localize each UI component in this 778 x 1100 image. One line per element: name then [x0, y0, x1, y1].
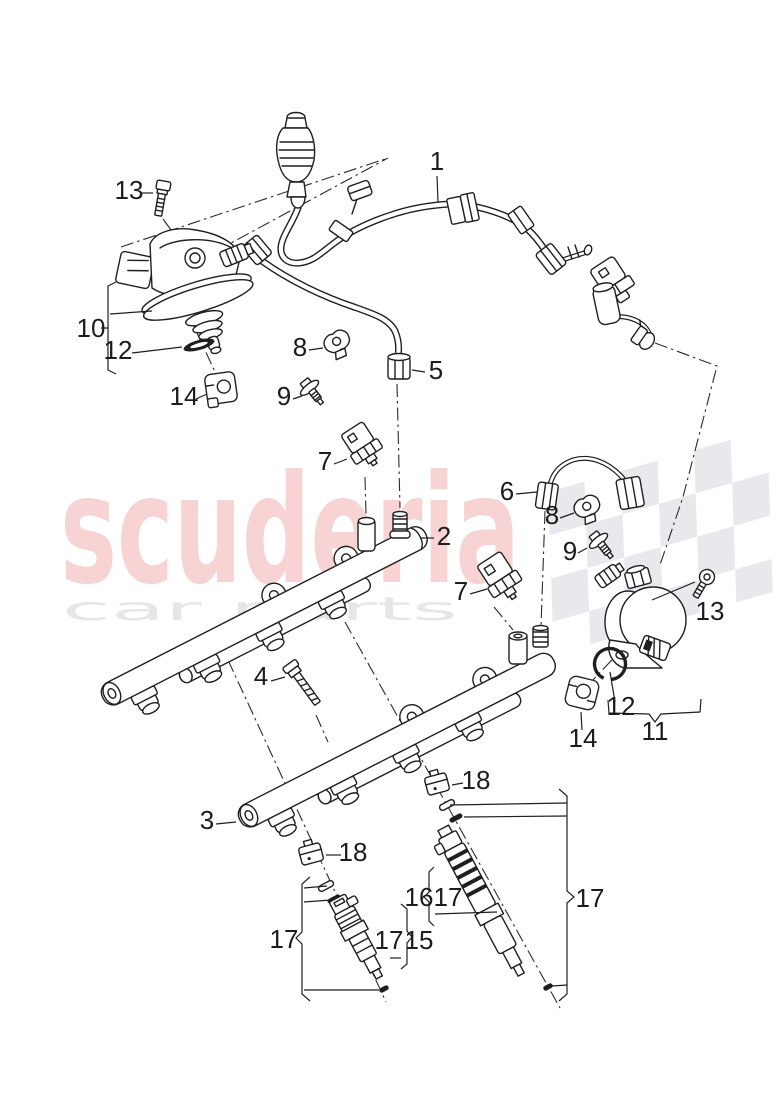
- callout-5: 5: [429, 355, 443, 385]
- callout-9-left: 9: [277, 381, 291, 411]
- callout-1: 1: [430, 146, 444, 176]
- callout-18-right: 18: [462, 765, 491, 795]
- part-2-fuel-rail-upper: [100, 510, 428, 715]
- line-cylinder: [592, 282, 621, 326]
- callouts: 1 2 3 4 5 6 7 7 8 8 9 9 10 11 12 12 13 1…: [77, 146, 725, 955]
- part-13-bolt-right: [692, 568, 716, 599]
- part-11-high-pressure-pump: [594, 562, 687, 669]
- part-8-clamp-left: [323, 329, 351, 361]
- callout-9-right: 9: [563, 536, 577, 566]
- callout-11: 11: [642, 716, 669, 746]
- part-16-injector-right: [433, 798, 553, 991]
- rail-threaded-port: [389, 510, 411, 539]
- part-13-bolt-left: [154, 179, 172, 217]
- diagram-art: [100, 111, 716, 993]
- callout-14-right: 14: [569, 723, 598, 753]
- bracket-17-right: [558, 788, 575, 1002]
- line-fitting: [507, 205, 535, 235]
- injector-oring: [449, 813, 463, 823]
- bracket-17-left: [295, 876, 311, 1002]
- callout-8-right: 8: [545, 500, 559, 530]
- injector-tip-seal: [543, 983, 553, 991]
- part-1-fuel-supply-line: [275, 111, 656, 350]
- fuel-line-damper: [275, 111, 316, 209]
- callout-13-right: 13: [696, 596, 725, 626]
- callout-17-c: 17: [434, 882, 463, 912]
- callout-17-b: 17: [375, 925, 404, 955]
- part-7-sensor-right: [477, 551, 523, 601]
- callout-7-right: 7: [454, 576, 468, 606]
- part-18-clip-right: [424, 768, 450, 796]
- callout-12-right: 12: [607, 691, 636, 721]
- pump-connector: [115, 250, 155, 290]
- part-15-injector-left: [317, 879, 389, 993]
- callout-10: 10: [77, 313, 106, 343]
- callout-7-left: 7: [318, 446, 332, 476]
- injector-tip-seal: [379, 985, 389, 993]
- part-8-clamp-right: [573, 494, 601, 526]
- bracket-16: [423, 866, 435, 927]
- callout-18-left: 18: [339, 837, 368, 867]
- pump-inlet: [594, 562, 625, 589]
- part-12-seal-left: [183, 338, 215, 352]
- part-5-pressure-pipe: [242, 234, 411, 380]
- part-9-bolt-left: [299, 377, 325, 406]
- rail-port: [508, 631, 528, 665]
- bracket-11: [607, 698, 702, 723]
- callout-16: 16: [405, 882, 434, 912]
- hose-end-clamp: [630, 319, 656, 350]
- pump-inlet: [219, 242, 255, 268]
- watermark: scuderia car parts: [60, 429, 773, 655]
- part-18-clip-left: [298, 838, 324, 866]
- injector-seal: [438, 798, 456, 812]
- part-4-bolt: [282, 659, 321, 706]
- hose-clip: [347, 179, 373, 202]
- callout-12-left: 12: [104, 335, 133, 365]
- part-10-high-pressure-pump: [115, 228, 255, 355]
- callout-6: 6: [500, 476, 514, 506]
- callout-13-left: 13: [115, 175, 144, 205]
- part-12-ring-right: [592, 646, 628, 682]
- pump-connector: [638, 634, 672, 662]
- part-9-bolt-right: [588, 530, 614, 560]
- brackets: [101, 281, 702, 1002]
- checkered-flag-watermark: [548, 429, 773, 655]
- bracket-10: [101, 281, 117, 375]
- part-14-bushing-right: [564, 675, 600, 711]
- callout-17-d: 17: [576, 883, 605, 913]
- hose-clamp: [328, 219, 354, 243]
- rail-threaded-port: [532, 624, 549, 648]
- callout-15: 15: [405, 925, 434, 955]
- leader-lines: [109, 175, 696, 856]
- part-7-sensor-left: [341, 421, 383, 467]
- part-6-pressure-pipe-right: [534, 455, 645, 511]
- callout-14-left: 14: [170, 381, 199, 411]
- part-3-fuel-rail-lower: [237, 624, 556, 837]
- pump-flange: [141, 273, 254, 321]
- bracket-15: [400, 903, 413, 970]
- rail-port: [357, 516, 376, 552]
- union-nut: [535, 243, 567, 275]
- line-union: [446, 192, 480, 225]
- part-14-bushing-left: [204, 371, 238, 409]
- callout-17-a: 17: [270, 924, 299, 954]
- callout-8-left: 8: [293, 332, 307, 362]
- callout-2: 2: [437, 521, 451, 551]
- callout-4: 4: [254, 661, 268, 691]
- callout-3: 3: [200, 805, 214, 835]
- pump-hex-fitting: [624, 564, 652, 590]
